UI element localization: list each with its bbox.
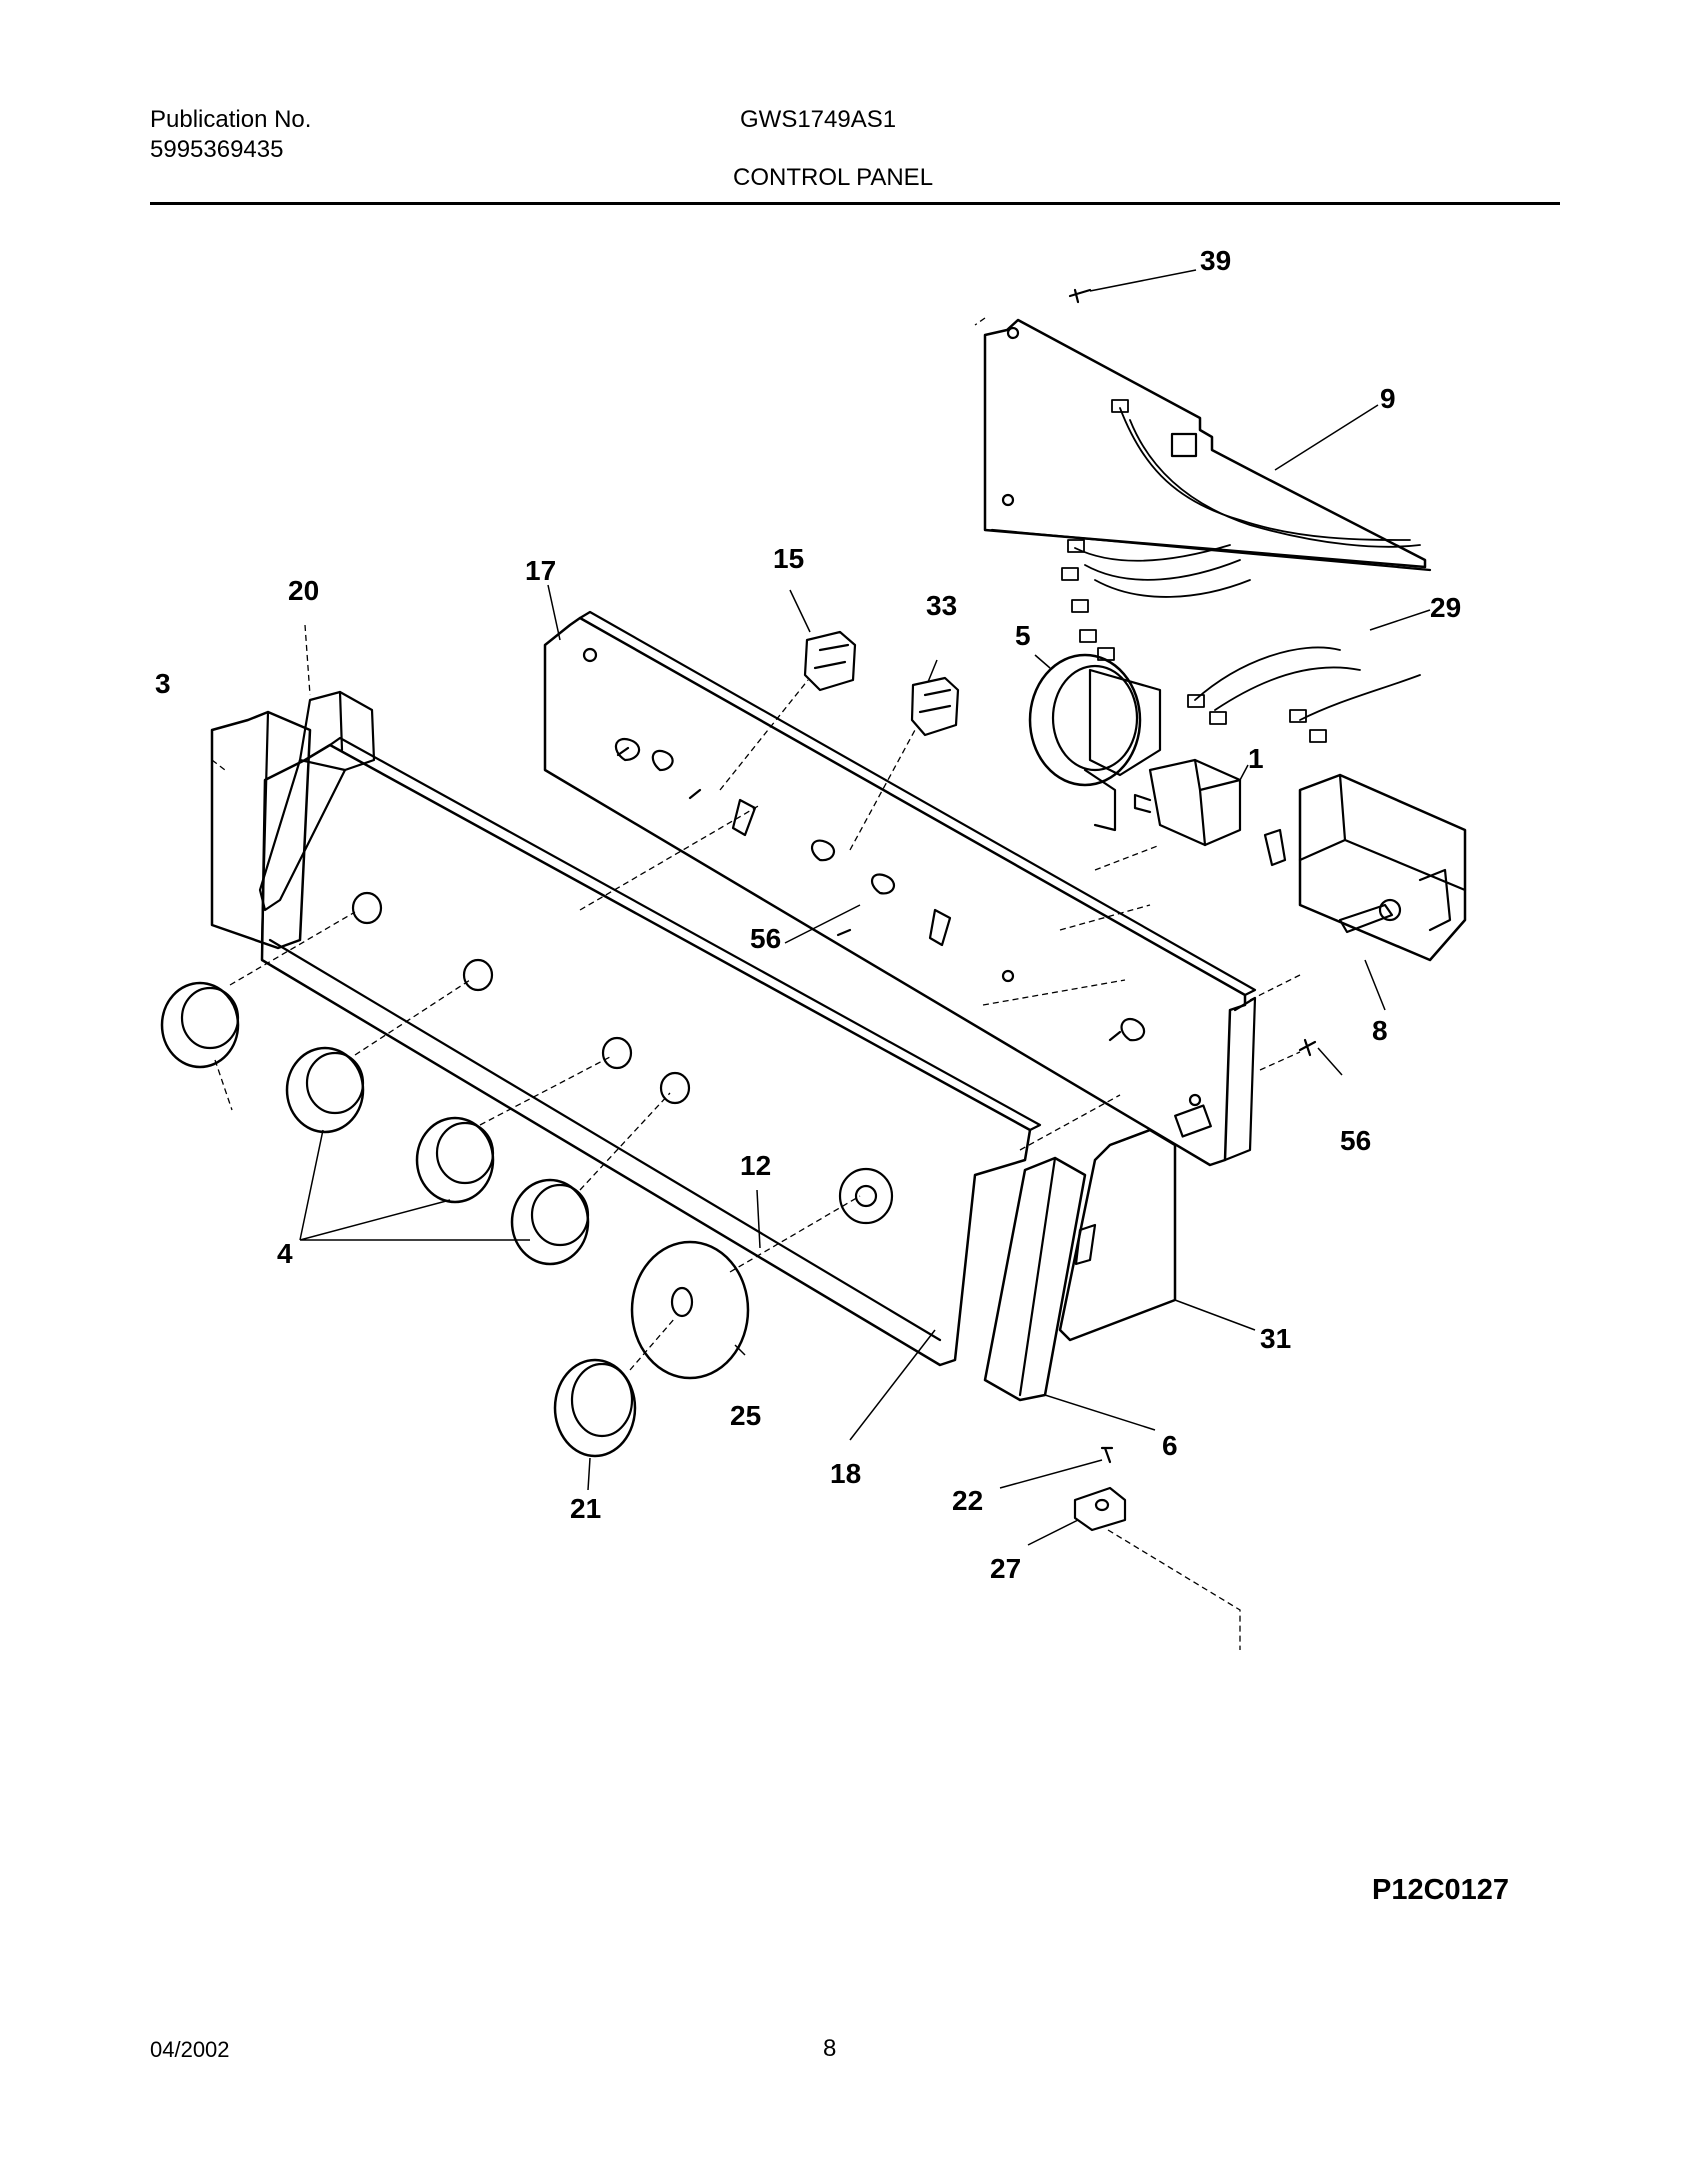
switch-block-1 bbox=[1133, 758, 1242, 847]
knob-b bbox=[285, 1046, 365, 1134]
drawing-code: P12C0127 bbox=[1372, 1874, 1510, 1906]
left-bracket bbox=[258, 690, 376, 912]
control-console-frame bbox=[543, 610, 1257, 1167]
callout-5: 5 bbox=[1015, 620, 1031, 651]
callout-6: 6 bbox=[1162, 1430, 1178, 1461]
callout-56-right: 56 bbox=[1340, 1125, 1371, 1156]
leader-lines bbox=[299, 269, 1431, 1546]
right-bracket bbox=[1058, 1128, 1177, 1342]
knob-d bbox=[510, 1178, 590, 1266]
actuator-5 bbox=[1028, 653, 1162, 832]
page-number: 8 bbox=[823, 2035, 837, 2062]
callout-25: 25 bbox=[730, 1400, 761, 1431]
callout-17: 17 bbox=[525, 555, 556, 586]
knob-c bbox=[415, 1116, 495, 1204]
callout-29: 29 bbox=[1430, 592, 1461, 623]
callout-18: 18 bbox=[830, 1458, 861, 1489]
callout-31: 31 bbox=[1260, 1323, 1291, 1354]
callout-39: 39 bbox=[1200, 245, 1231, 276]
left-end-cap bbox=[210, 710, 312, 950]
callout-3: 3 bbox=[155, 668, 171, 699]
front-panel bbox=[260, 736, 1042, 1367]
publication-date: 04/2002 bbox=[150, 2037, 230, 2062]
wire-harness bbox=[1061, 399, 1421, 743]
callout-56-middle: 56 bbox=[750, 923, 781, 954]
selector-switch-33 bbox=[910, 676, 960, 737]
selector-switch-15 bbox=[803, 630, 857, 692]
callout-8: 8 bbox=[1372, 1015, 1388, 1046]
callout-22: 22 bbox=[952, 1485, 983, 1516]
screw-56-right bbox=[1298, 1038, 1317, 1057]
projection-lines bbox=[211, 317, 1301, 1650]
header-rule bbox=[150, 202, 1560, 205]
callout-12: 12 bbox=[740, 1150, 771, 1181]
timer-dial-skirt bbox=[630, 1240, 750, 1380]
callout-1: 1 bbox=[1248, 743, 1264, 774]
callout-4: 4 bbox=[277, 1238, 293, 1269]
publication-label: Publication No. bbox=[150, 106, 312, 133]
knob-a bbox=[160, 981, 240, 1069]
section-title: CONTROL PANEL bbox=[733, 164, 934, 191]
callout-labels: 39 9 29 17 15 33 5 20 3 1 8 56 56 12 4 2… bbox=[155, 245, 1461, 1584]
publication-number: 5995369435 bbox=[150, 136, 284, 163]
callout-9: 9 bbox=[1380, 383, 1396, 414]
callout-20: 20 bbox=[288, 575, 319, 606]
mounting-bracket-27 bbox=[1073, 1486, 1127, 1532]
model-number: GWS1749AS1 bbox=[740, 106, 897, 133]
callout-15: 15 bbox=[773, 543, 804, 574]
timer-knob bbox=[553, 1358, 637, 1458]
screw-22 bbox=[1100, 1446, 1114, 1464]
rear-cover-plate bbox=[983, 318, 1432, 572]
callout-21: 21 bbox=[570, 1493, 601, 1524]
screw-39 bbox=[1068, 288, 1092, 304]
screw-56-middle bbox=[836, 928, 852, 937]
callout-33: 33 bbox=[926, 590, 957, 621]
callout-27: 27 bbox=[990, 1553, 1021, 1584]
timer-8 bbox=[1263, 773, 1467, 962]
